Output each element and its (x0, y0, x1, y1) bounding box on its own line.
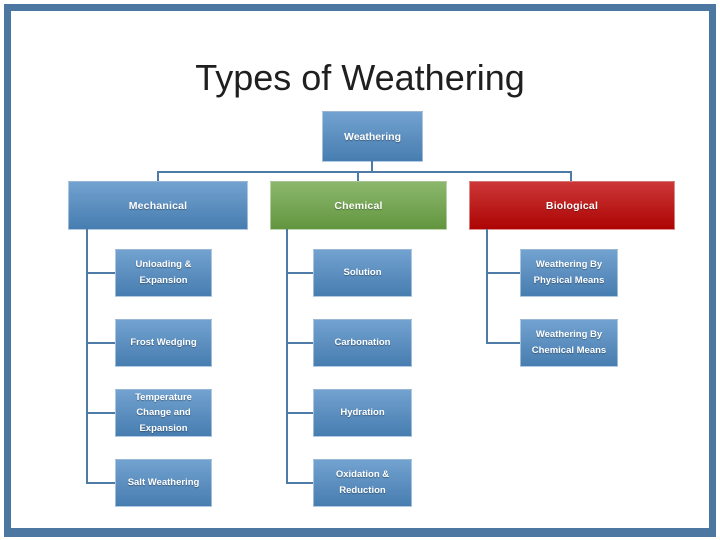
branch-node-chemical: Chemical (270, 181, 447, 230)
branch-node-mechanical: Mechanical (68, 181, 248, 230)
leaf-node-oxidation-reduction: Oxidation & Reduction (313, 459, 412, 507)
connector-stub-salt-weathering (86, 482, 116, 484)
connector-drop-chemical (357, 171, 359, 182)
connector-stub-frost-wedging (86, 342, 116, 344)
leaf-node-weathering-chemical: Weathering By Chemical Means (520, 319, 618, 367)
slide-title: Types of Weathering (195, 57, 525, 98)
leaf-node-carbonation: Carbonation (313, 319, 412, 367)
connector-stub-unloading (86, 272, 116, 274)
node-weathering: Weathering (322, 111, 423, 162)
connector-stub-hydration (286, 412, 314, 414)
leaf-node-solution: Solution (313, 249, 412, 297)
connector-stub-chemical-means (486, 342, 521, 344)
connector-stub-solution (286, 272, 314, 274)
connector-distribution (157, 171, 572, 173)
leaf-node-salt-weathering: Salt Weathering (115, 459, 212, 507)
connector-stub-physical-means (486, 272, 521, 274)
leaf-node-frost-wedging: Frost Wedging (115, 319, 212, 367)
leaf-node-weathering-physical: Weathering By Physical Means (520, 249, 618, 297)
connector-drop-biological (570, 171, 572, 182)
connector-stub-temperature (86, 412, 116, 414)
connector-stub-oxidation (286, 482, 314, 484)
connector-stub-carbonation (286, 342, 314, 344)
connector-spine-chemical (286, 229, 288, 484)
leaf-node-unloading-expansion: Unloading & Expansion (115, 249, 212, 297)
connector-spine-biological (486, 229, 488, 344)
branch-node-biological: Biological (469, 181, 675, 230)
connector-root-stub (371, 161, 373, 172)
connector-drop-mechanical (157, 171, 159, 182)
connector-spine-mechanical (86, 229, 88, 484)
leaf-node-hydration: Hydration (313, 389, 412, 437)
leaf-node-temperature-change: Temperature Change and Expansion (115, 389, 212, 437)
